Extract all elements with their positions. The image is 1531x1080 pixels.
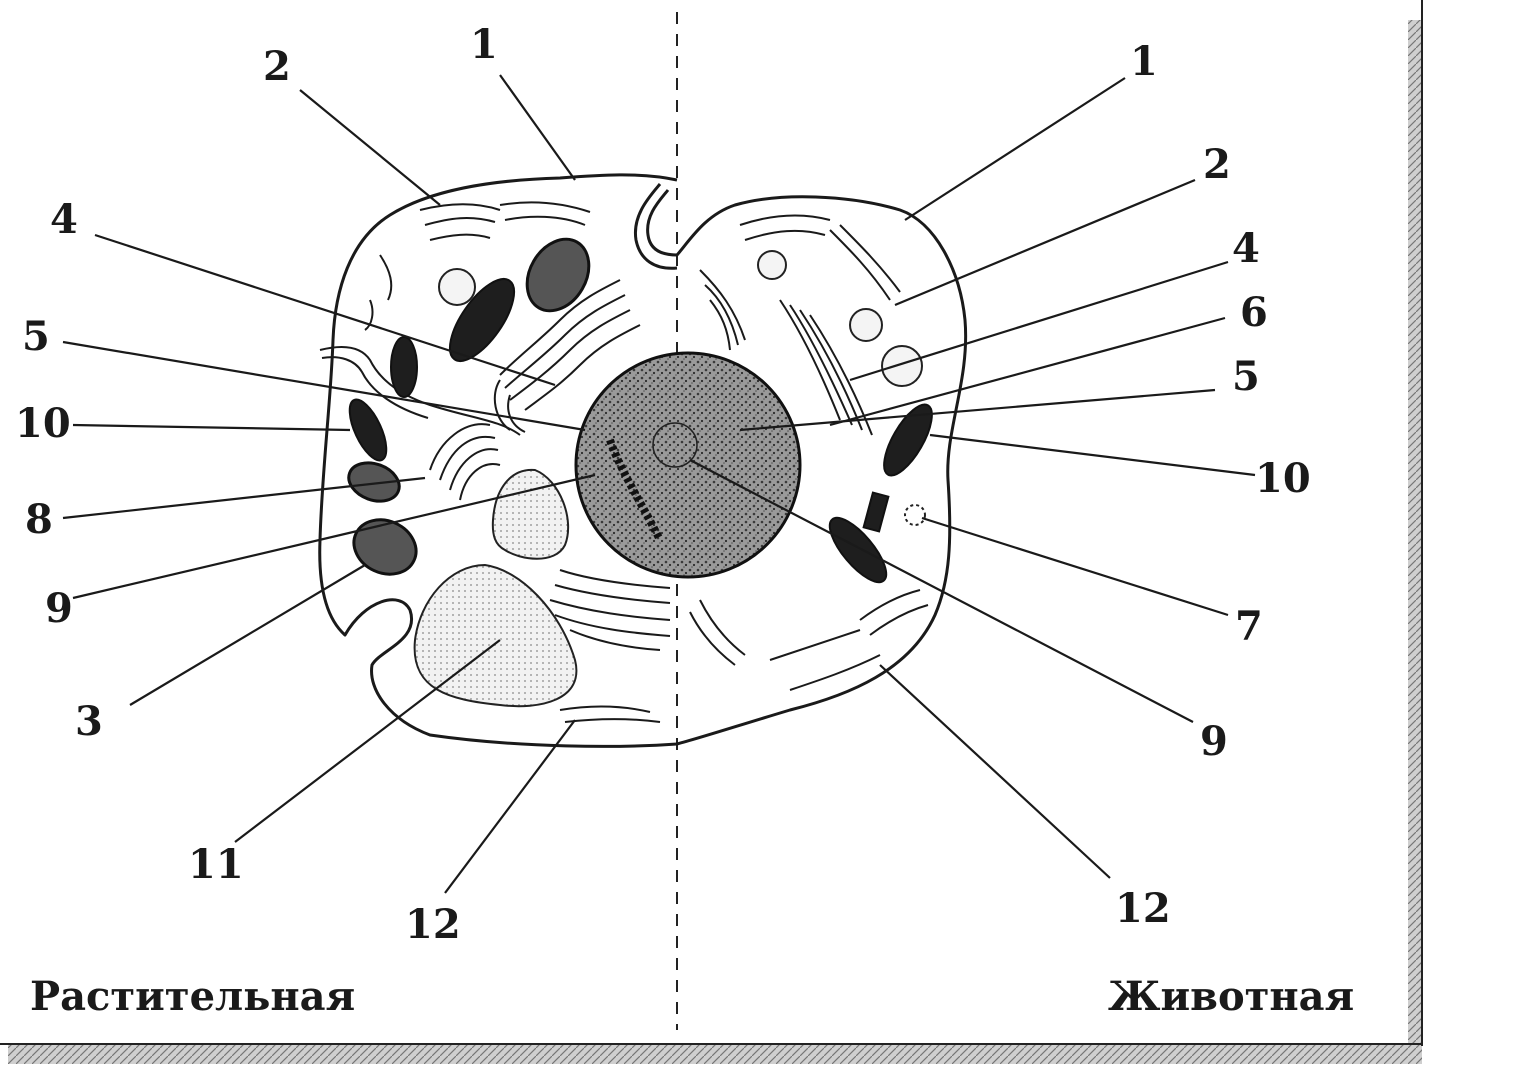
label-left-3: 3 (75, 698, 103, 745)
label-right-5: 5 (1232, 353, 1260, 400)
label-right-4: 4 (1232, 225, 1260, 272)
label-left-5: 5 (22, 313, 50, 360)
labels-left: 1 2 4 5 10 8 9 3 11 12 (15, 21, 498, 948)
leader-lines-right (689, 77, 1256, 879)
label-left-4: 4 (50, 196, 78, 243)
label-right-2: 2 (1203, 141, 1231, 188)
caption-animal: Животная (1108, 973, 1354, 1020)
label-left-11: 11 (188, 841, 244, 888)
leader-lines-left (62, 74, 596, 894)
label-left-2: 2 (263, 43, 291, 90)
label-right-1: 1 (1130, 38, 1158, 85)
animal-organelles (689, 214, 933, 691)
vacuole-large (413, 563, 578, 708)
page-frame (0, 0, 1423, 1064)
caption-plant: Растительная (30, 973, 355, 1020)
animal-cell-outline (675, 195, 968, 746)
label-left-10: 10 (15, 400, 71, 447)
label-left-1: 1 (470, 21, 498, 68)
label-right-10: 10 (1255, 455, 1311, 502)
label-right-9: 9 (1200, 718, 1228, 765)
label-right-7: 7 (1235, 603, 1263, 650)
label-left-12: 12 (405, 901, 461, 948)
label-right-12: 12 (1115, 885, 1171, 932)
label-left-9: 9 (45, 585, 73, 632)
vacuole-small (491, 468, 570, 560)
label-right-6: 6 (1240, 289, 1268, 336)
nucleus (574, 351, 802, 579)
label-left-8: 8 (25, 496, 53, 543)
labels-right: 1 2 4 6 5 10 7 9 12 (1115, 38, 1311, 932)
plant-organelles (347, 201, 671, 723)
